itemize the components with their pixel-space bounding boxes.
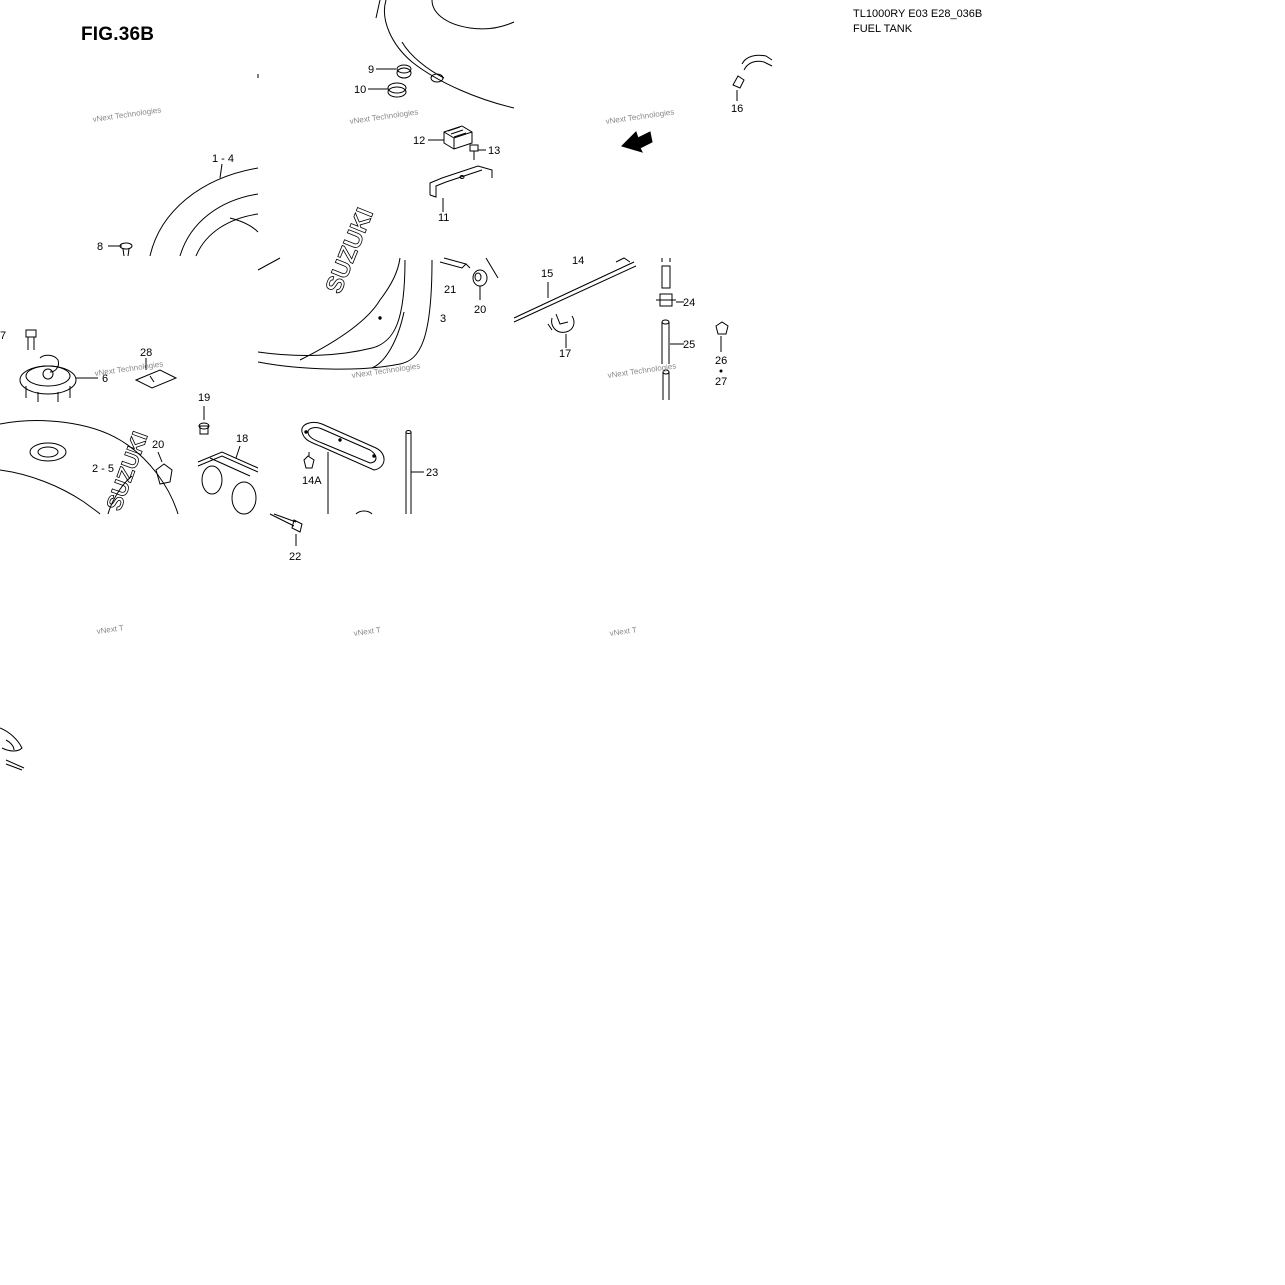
callout-19: 19	[198, 392, 210, 404]
cap-bolt-part	[25, 329, 37, 350]
callout-20-left: 20	[152, 439, 164, 451]
watermark: vNext Technologies	[92, 105, 162, 124]
callout-27: 27	[715, 376, 727, 388]
tank-fragment-lower	[0, 727, 25, 771]
cap-plate-part	[134, 358, 178, 389]
callout-28: 28	[140, 347, 152, 359]
hose-clip-part	[715, 321, 729, 373]
callout-14a: 14A	[302, 475, 322, 487]
callout-14-top: 14	[572, 255, 584, 267]
watermark: vNext Technologies	[605, 107, 675, 126]
callout-2-5: 2 - 5	[92, 463, 114, 475]
cushion-block-part	[428, 125, 473, 150]
breather-hose-part	[732, 54, 773, 101]
watermark: vNext Technologies	[607, 361, 677, 380]
bracket-part	[429, 165, 493, 212]
callout-11: 11	[438, 212, 449, 224]
callout-25: 25	[683, 339, 695, 351]
gasket-detail	[355, 510, 373, 515]
drain-rod-part	[405, 430, 424, 514]
callout-22: 22	[289, 551, 301, 563]
callout-15: 15	[541, 268, 553, 280]
fuel-hose-part	[661, 319, 684, 400]
hose-clamp-part	[547, 313, 575, 348]
bolt-part	[469, 144, 486, 160]
pump-gasket-part	[301, 421, 385, 514]
tank-rear-section	[375, 0, 515, 109]
pump-nut-part	[303, 452, 315, 469]
callout-16: 16	[731, 103, 743, 115]
mounting-bolt-part	[269, 513, 303, 546]
callout-20-right: 20	[474, 304, 486, 316]
callout-21: 21	[444, 284, 456, 296]
watermark: vNext Technologies	[94, 359, 164, 378]
grommet-part	[376, 64, 412, 79]
model-header: TL1000RY E03 E28_036B FUEL TANK	[853, 7, 982, 37]
drain-hose-part	[513, 257, 637, 323]
watermark: vNext T	[609, 625, 638, 638]
watermark: vNext Technologies	[351, 361, 421, 380]
forward-arrow-icon	[621, 131, 653, 153]
screw-part	[108, 242, 133, 257]
fuel-tank-outline	[149, 163, 259, 257]
callout-labels: 1 - 4 2 - 5 3 6 7 8 9 10 11 12 13 14 14A…	[0, 64, 743, 563]
collar-part	[439, 257, 471, 269]
callout-8: 8	[97, 241, 103, 253]
brand-lettering-upper: SUZUKI	[321, 204, 380, 297]
side-cushion-part	[155, 451, 173, 485]
cushion-part	[472, 257, 499, 300]
callout-9: 9	[368, 64, 374, 76]
watermarks: vNext Technologies vNext Technologies vN…	[92, 105, 677, 638]
callout-1-4: 1 - 4	[212, 153, 234, 165]
watermark: vNext T	[353, 625, 382, 638]
tank-side-panel: SUZUKI	[257, 204, 433, 370]
callout-3: 3	[440, 313, 446, 325]
t-joint-part	[656, 258, 684, 307]
model-code: TL1000RY E03 E28_036B	[853, 8, 983, 20]
callout-7: 7	[0, 330, 6, 342]
callout-23: 23	[426, 467, 438, 479]
callout-10: 10	[354, 84, 366, 96]
callout-12: 12	[413, 135, 425, 147]
bracket-bolt-part	[198, 406, 210, 435]
damper-part	[368, 82, 407, 98]
fuel-cap-assembly	[19, 354, 98, 402]
fuel-tank-body: SUZUKI	[0, 420, 179, 515]
callout-17: 17	[559, 348, 571, 360]
rear-bracket-part	[197, 445, 259, 515]
watermark: vNext T	[96, 623, 125, 636]
mount-boss	[430, 73, 444, 83]
callout-6: 6	[102, 373, 108, 385]
watermark: vNext Technologies	[349, 107, 419, 126]
callout-26: 26	[715, 355, 727, 367]
callout-18: 18	[236, 433, 248, 445]
callout-24: 24	[683, 297, 695, 309]
callout-13: 13	[488, 145, 500, 157]
figure-title: FIG.36B	[81, 24, 155, 45]
section-name: FUEL TANK	[853, 23, 913, 35]
